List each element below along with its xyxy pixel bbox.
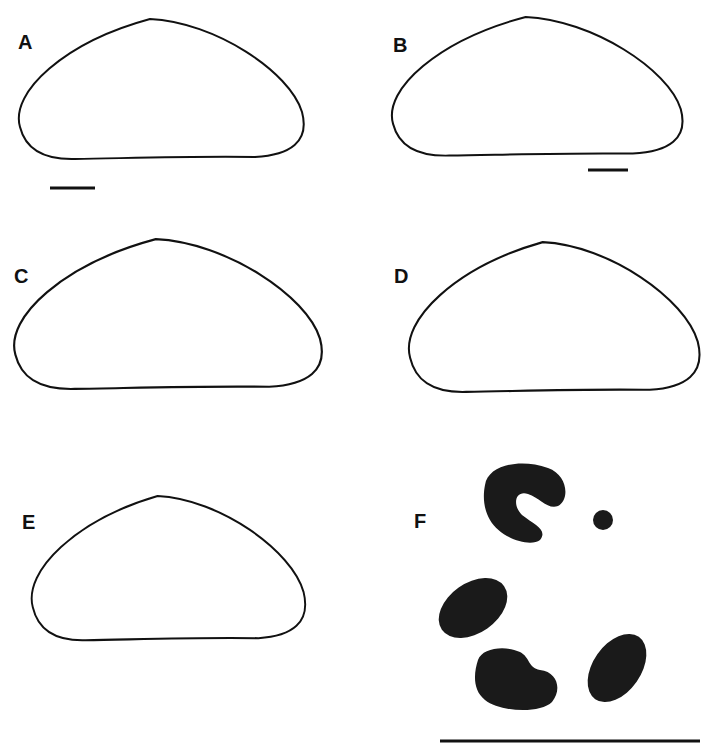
scale-bar — [50, 187, 95, 190]
muscle-scar — [484, 463, 566, 542]
muscle-scar — [593, 510, 613, 530]
shell-outline — [392, 17, 683, 156]
panel-letter: F — [414, 511, 426, 531]
panel-letter: A — [18, 32, 32, 52]
panel-letter: B — [393, 35, 407, 55]
scale-bar — [440, 740, 700, 743]
shell-outline — [409, 242, 700, 392]
panel-letter: D — [394, 266, 408, 286]
panel-letter: C — [14, 266, 28, 286]
muscle-scar — [428, 566, 519, 651]
panel-letter: E — [22, 512, 35, 532]
shell-outline — [32, 496, 306, 640]
muscle-scar — [576, 623, 659, 713]
scale-bar — [588, 169, 628, 172]
shell-outline — [14, 239, 322, 389]
shell-outline — [19, 19, 304, 159]
muscle-scar — [475, 648, 557, 710]
